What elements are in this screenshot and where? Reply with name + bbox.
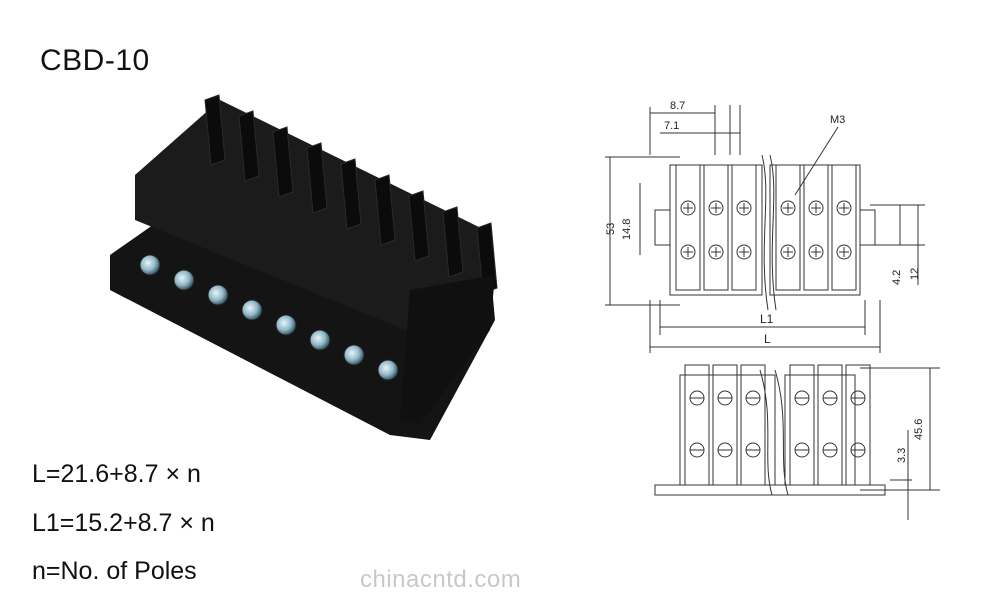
screw-icon [808,200,824,216]
terminal-screw-icon [343,344,365,366]
screw-icon [708,200,724,216]
dim-screw: M3 [830,114,845,126]
terminal-screw-icon [207,284,229,306]
dim-base-step: 3.3 [896,448,908,463]
terminal-block-photo [110,94,498,440]
dim-l1: L1 [760,312,774,326]
screw-icon [736,200,752,216]
dim-height: 53 [605,223,617,235]
rib [204,94,226,166]
rib [306,142,328,214]
dim-inner-pitch: 7.1 [664,120,679,132]
watermark: chinacntd.com [360,566,522,593]
terminal-screw-icon [275,314,297,336]
screw-icon [680,200,696,216]
top-view-drawing: 8.7 7.1 M3 53 14.8 4.2 12 L1 L [605,100,925,353]
terminal-screw-icon [173,269,195,291]
screw-icon [808,244,824,260]
formula-length: L=21.6+8.7 × n [32,460,201,488]
terminal-screw-icon [309,329,331,351]
formula-poles-definition: n=No. of Poles [32,557,197,585]
screw-icon [780,200,796,216]
dim-total-height: 45.6 [913,419,925,440]
rib [408,190,430,262]
screw-icon [680,244,696,260]
terminal-screw-icon [241,299,263,321]
dim-slot-large: 12 [909,268,921,280]
rib [374,174,396,246]
screw-icon [736,244,752,260]
terminal-screw-icon [139,254,161,276]
formula-length-l1: L1=15.2+8.7 × n [32,509,215,537]
rib [476,222,498,294]
rib [442,206,464,278]
screw-icon [780,244,796,260]
terminal-screw-icon [377,359,399,381]
product-title: CBD-10 [40,44,150,77]
screw-icon [708,244,724,260]
dim-row-spacing: 14.8 [621,219,633,240]
side-view-drawing: 45.6 3.3 [654,364,940,520]
dim-l: L [764,332,771,346]
dim-slot-small: 4.2 [891,270,903,285]
screw-icon [836,200,852,216]
rib [238,110,260,182]
screw-icon [836,244,852,260]
rib [340,158,362,230]
dim-pitch: 8.7 [670,100,685,112]
rib [272,126,294,198]
